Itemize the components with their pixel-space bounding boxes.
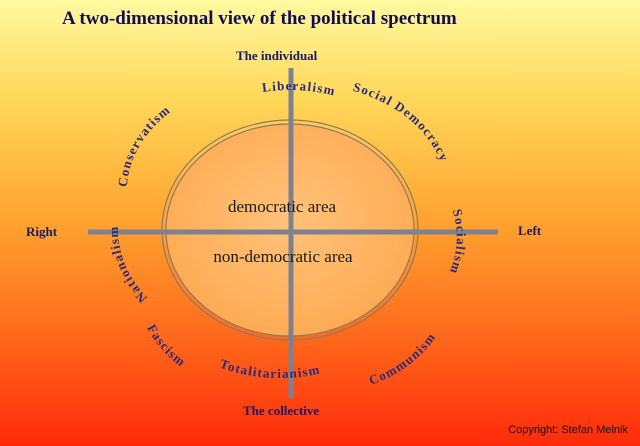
ideology-socialism: Socialism [447,207,469,276]
ideology-totalitarianism: Totalitarianism [218,356,322,381]
axis-label-bottom: The collective [243,403,320,418]
ideology-nationalism: Nationalism [106,225,150,306]
axis-label-top: The individual [236,48,318,63]
diagram-title: A two-dimensional view of the political … [62,8,457,29]
ideology-fascism: Fascism [144,322,189,370]
ideology-conservatism: Conservatism [115,102,173,188]
ideology-liberalism: Liberalism [261,78,337,99]
non-democratic-area-label: non-democratic area [213,247,353,266]
democratic-area-label: democratic area [228,197,337,216]
copyright-notice: Copyright: Stefan Melnik [508,424,628,436]
axis-label-right: Left [518,223,542,238]
ideology-communism: Communism [367,329,439,387]
axis-label-left: Right [26,224,58,239]
